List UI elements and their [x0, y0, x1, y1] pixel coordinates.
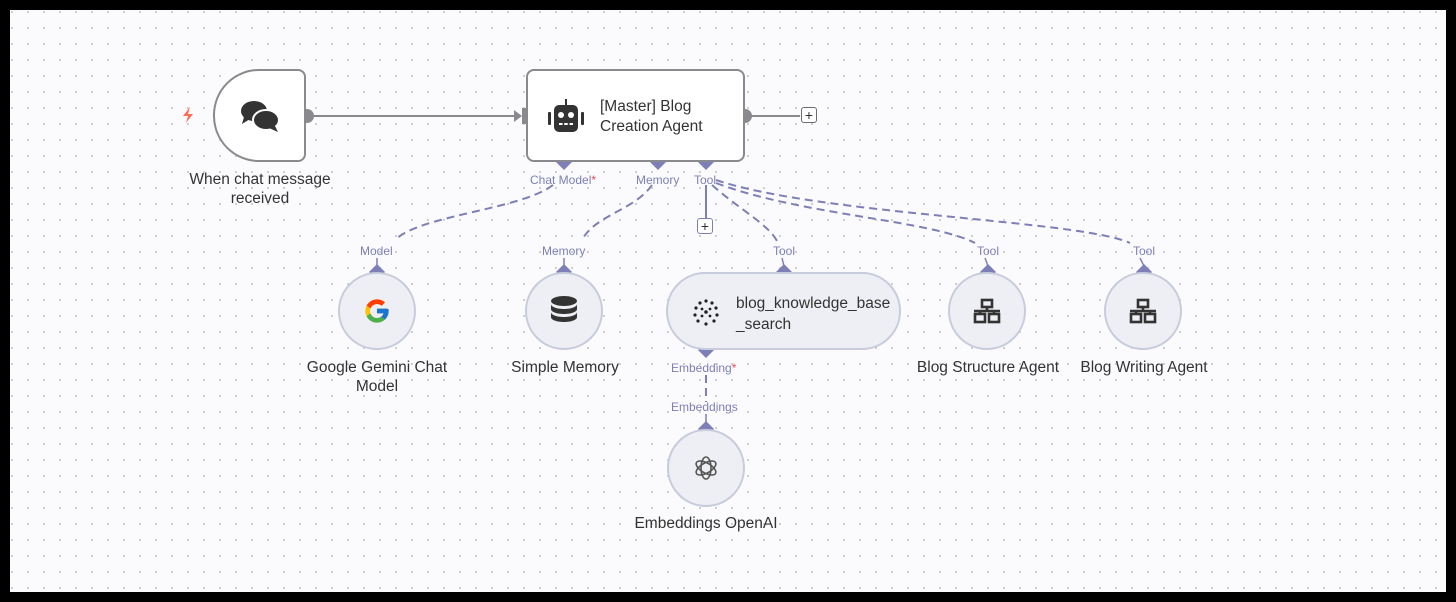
- gemini-port-label: Model: [360, 244, 393, 258]
- embeddings-port-label: Embeddings: [671, 400, 738, 414]
- vector-store-icon: [693, 299, 719, 326]
- trigger-node-label: When chat message received: [189, 171, 331, 207]
- network-icon: [1129, 298, 1157, 324]
- add-tool-button[interactable]: +: [697, 218, 713, 234]
- embeddings-node-label: Embeddings OpenAI: [634, 515, 778, 532]
- vector-port-label: Tool: [773, 244, 796, 258]
- chat-bubbles-icon: [240, 100, 280, 132]
- simple-memory-node[interactable]: [525, 272, 603, 350]
- blog-structure-agent-node[interactable]: [948, 272, 1026, 350]
- structure-port-label: Tool: [977, 244, 1000, 258]
- embeddings-openai-node[interactable]: [667, 429, 745, 507]
- master-agent-node[interactable]: [Master] Blog Creation Agent: [526, 69, 745, 162]
- port-label-chat-model: Chat Model*: [530, 173, 597, 187]
- database-icon: [551, 296, 577, 322]
- vector-store-title: blog_knowledge_base_search: [736, 295, 891, 333]
- vector-embedding-port-label: Embedding*: [671, 361, 737, 375]
- vector-store-node[interactable]: blog_knowledge_base_search: [666, 272, 901, 350]
- port-label-memory: Memory: [636, 173, 680, 187]
- blog-writing-agent-node[interactable]: [1104, 272, 1182, 350]
- gemini-node[interactable]: [338, 272, 416, 350]
- google-icon: [365, 299, 389, 323]
- port-label-tool: Tool: [694, 173, 717, 187]
- add-node-button[interactable]: +: [801, 107, 817, 123]
- writing-node-label: Blog Writing Agent: [1080, 359, 1208, 376]
- openai-icon: [695, 456, 717, 480]
- trigger-bolt-icon: [183, 107, 193, 123]
- gemini-node-label: Google Gemini Chat Model: [306, 359, 448, 395]
- robot-icon: [548, 99, 584, 132]
- structure-node-label: Blog Structure Agent: [916, 359, 1060, 376]
- trigger-node[interactable]: [213, 69, 306, 162]
- network-icon: [973, 298, 1001, 324]
- master-agent-title: [Master] Blog Creation Agent: [600, 98, 703, 135]
- memory-port-label: Memory: [542, 244, 586, 258]
- memory-node-label: Simple Memory: [511, 359, 619, 376]
- writing-port-label: Tool: [1133, 244, 1156, 258]
